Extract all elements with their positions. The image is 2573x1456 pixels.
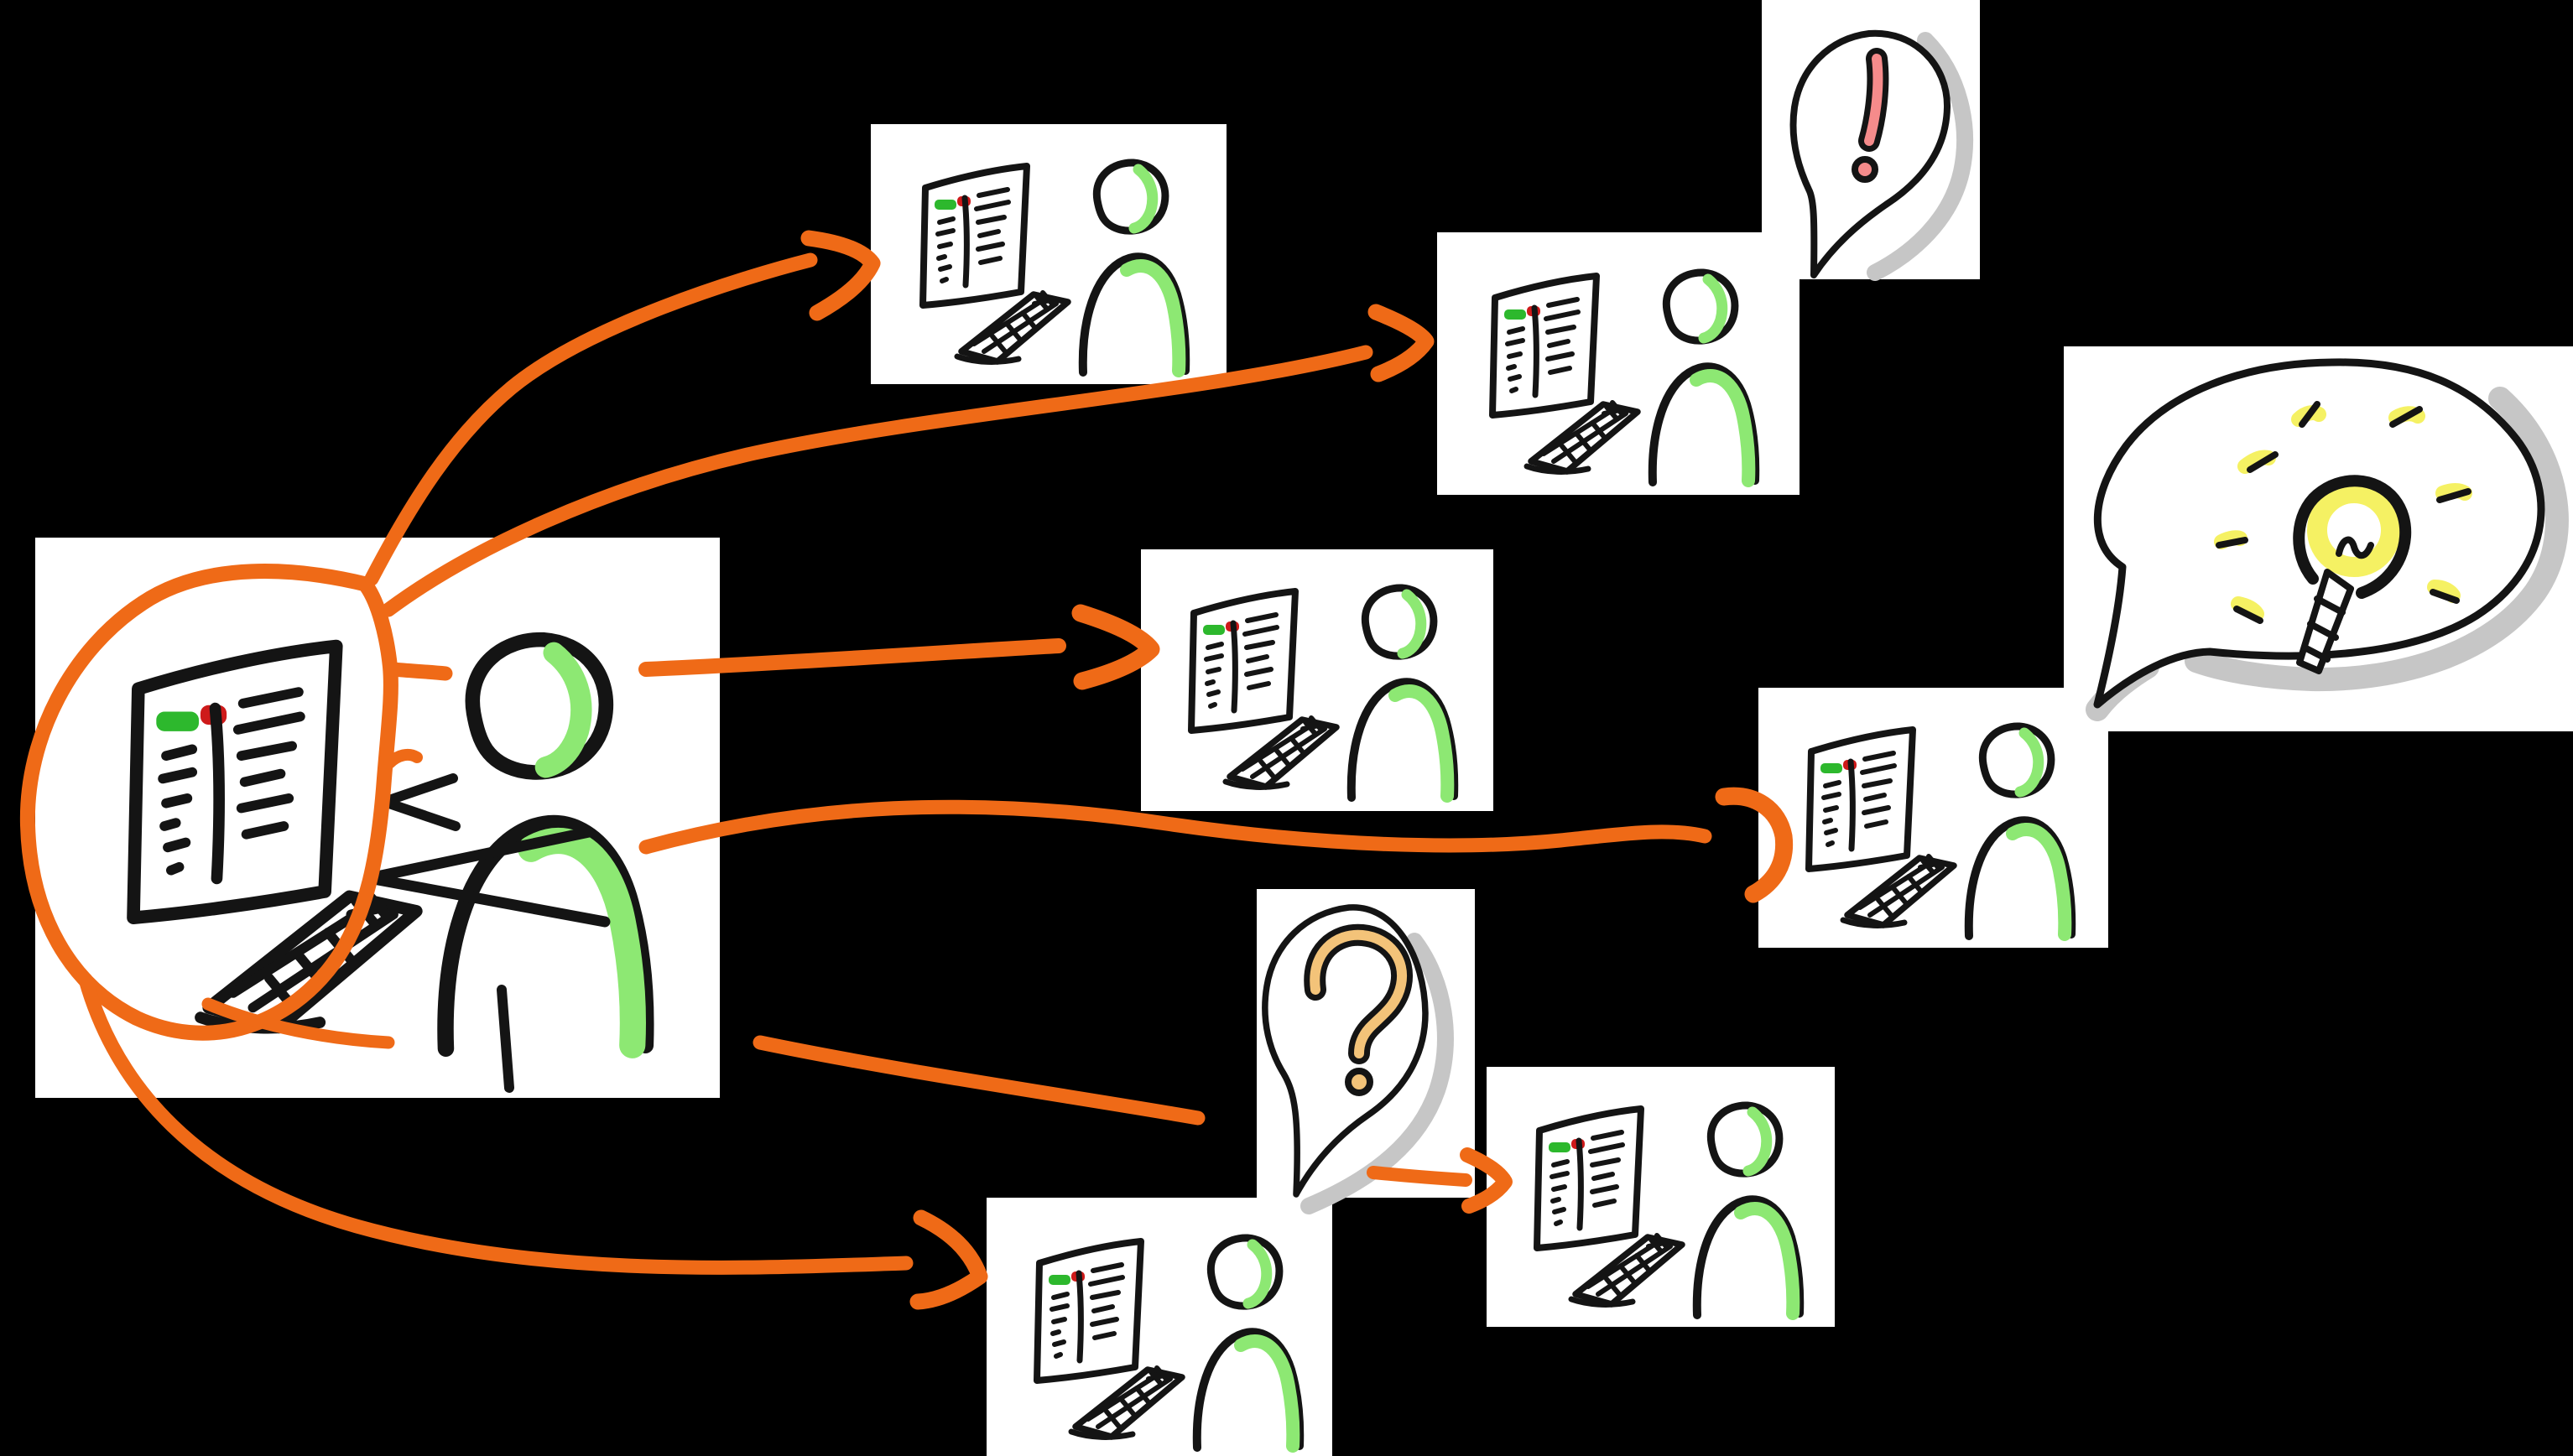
lightbulb-base-hatches xyxy=(2301,595,2346,663)
line-to-question-bubble xyxy=(753,1035,1206,1126)
arrow-to-participant-2 xyxy=(381,304,1435,617)
arrows-layer xyxy=(19,230,1794,1310)
question-mark-icon xyxy=(1310,929,1408,1058)
lightbulb-filament xyxy=(2336,536,2374,559)
arrow-question-to-participant-6-line xyxy=(1367,1166,1472,1187)
participant-4-card xyxy=(1758,688,2108,948)
arrow-to-participant-2-line xyxy=(381,345,1373,617)
idea-bubble xyxy=(2064,346,2573,731)
lightbulb-glow xyxy=(2307,483,2401,577)
participant-5-card-group xyxy=(987,1198,1332,1456)
question-bubble xyxy=(1257,889,1475,1214)
participant-5-card xyxy=(987,1198,1332,1456)
arrow-to-participant-1 xyxy=(364,230,881,586)
arrow-to-participant-3-head xyxy=(1071,604,1160,690)
underline-dash xyxy=(201,997,395,1049)
exclamation-bubble-shadow xyxy=(1867,32,1974,281)
arrow-to-participant-3 xyxy=(638,604,1160,690)
participant-4-card-group xyxy=(1758,688,2108,948)
presenter-chair-stick xyxy=(497,985,514,1093)
arrow-to-participant-5-line xyxy=(78,972,914,1275)
question-dot xyxy=(1345,1068,1373,1096)
line-to-question-bubble-line xyxy=(753,1035,1206,1126)
exclamation-mark-icon xyxy=(1864,54,1883,146)
arrow-to-participant-1-line xyxy=(364,252,818,586)
lightbulb-rays xyxy=(2214,401,2472,624)
arrow-to-participant-4-line xyxy=(638,799,1712,855)
participant-2-card xyxy=(1437,232,1800,495)
arrow-question-to-participant-6 xyxy=(1367,1147,1513,1214)
arrow-to-participant-1-head xyxy=(800,230,881,321)
arrow-to-participant-5 xyxy=(78,972,988,1310)
participant-1-card xyxy=(871,124,1227,384)
arrow-to-participant-4-head xyxy=(1715,787,1794,903)
arrow-to-participant-3-line xyxy=(638,638,1066,677)
exclamation-bubble-outline xyxy=(1789,29,1951,278)
participant-3-card xyxy=(1141,549,1493,811)
bubbles-layer xyxy=(1257,0,2573,1214)
figures-layer xyxy=(35,124,2108,1456)
lightbulb-icon xyxy=(2293,475,2412,599)
exclamation-bubble xyxy=(1762,0,1980,281)
lightbulb-base xyxy=(2296,569,2354,674)
participant-1-card-group xyxy=(871,124,1227,384)
exclamation-dot xyxy=(1852,156,1878,183)
participant-6-card-group xyxy=(1487,1067,1835,1327)
arrow-question-to-participant-6-head xyxy=(1460,1147,1513,1214)
small-tick xyxy=(383,748,423,769)
arrow3-stub xyxy=(385,662,453,681)
presenter-circle xyxy=(19,564,398,1041)
participant-3-card-group xyxy=(1141,549,1493,811)
arrow-to-participant-2-head xyxy=(1367,304,1435,382)
question-bubble-shadow xyxy=(1300,933,1454,1214)
participant-6-card xyxy=(1487,1067,1835,1327)
arrow-to-participant-5-head xyxy=(909,1209,988,1310)
participant-2-card-group xyxy=(1437,232,1800,495)
arrow-to-participant-4 xyxy=(638,787,1794,903)
